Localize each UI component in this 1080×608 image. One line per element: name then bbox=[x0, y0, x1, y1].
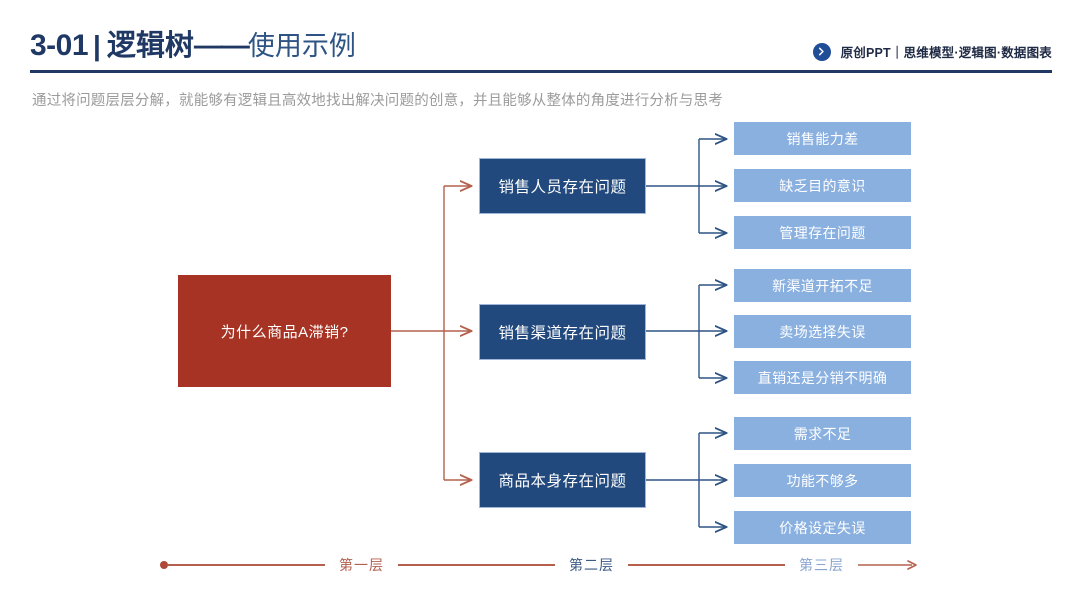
title-dash: —— bbox=[193, 30, 250, 62]
legend-label-level-1: 第一层 bbox=[339, 557, 384, 573]
header-divider bbox=[30, 70, 1052, 73]
tree-leaf-node-3-3[interactable]: 价格设定失误 bbox=[734, 511, 911, 544]
tree-leaf-node-3-1[interactable]: 需求不足 bbox=[734, 417, 911, 450]
circle-arrow-right-icon bbox=[812, 42, 831, 61]
page-title: 3-01 | 逻辑树 —— 使用示例 bbox=[30, 22, 356, 64]
tree-leaf-node-2-2[interactable]: 卖场选择失误 bbox=[734, 315, 911, 348]
legend-line-1 bbox=[168, 564, 325, 566]
legend-end-arrow-icon bbox=[858, 559, 920, 571]
legend-line-3 bbox=[628, 564, 785, 566]
tree-root-node[interactable]: 为什么商品A滞销? bbox=[178, 275, 391, 387]
tree-leaf-node-1-2[interactable]: 缺乏目的意识 bbox=[734, 169, 911, 202]
brand-text: 原创PPT｜思维模型·逻辑图·数据图表 bbox=[840, 46, 1052, 60]
tree-leaf-node-1-1[interactable]: 销售能力差 bbox=[734, 122, 911, 155]
title-separator: | bbox=[93, 30, 101, 61]
tree-branch-node-2[interactable]: 销售渠道存在问题 bbox=[479, 304, 646, 360]
legend-start-dot-icon bbox=[160, 561, 168, 569]
legend-label-level-2: 第二层 bbox=[569, 557, 614, 573]
tree-leaf-node-1-3[interactable]: 管理存在问题 bbox=[734, 216, 911, 249]
slide-subtitle: 通过将问题层层分解，就能够有逻辑且高效地找出解决问题的创意，并且能够从整体的角度… bbox=[32, 93, 723, 109]
tree-leaf-node-2-3[interactable]: 直销还是分销不明确 bbox=[734, 361, 911, 394]
tree-branch-node-3[interactable]: 商品本身存在问题 bbox=[479, 452, 646, 508]
tree-leaf-node-2-1[interactable]: 新渠道开拓不足 bbox=[734, 269, 911, 302]
title-main: 逻辑树 bbox=[106, 30, 194, 62]
legend-line-2 bbox=[398, 564, 555, 566]
header-brand: 原创PPT｜思维模型·逻辑图·数据图表 bbox=[812, 42, 1052, 61]
tree-leaf-node-3-2[interactable]: 功能不够多 bbox=[734, 464, 911, 497]
legend-label-level-3: 第三层 bbox=[799, 557, 844, 573]
title-number: 3-01 bbox=[30, 29, 89, 62]
title-subpart: 使用示例 bbox=[247, 31, 356, 61]
legend: 第一层 第二层 第三层 bbox=[160, 552, 920, 578]
tree-branch-node-1[interactable]: 销售人员存在问题 bbox=[479, 158, 646, 214]
